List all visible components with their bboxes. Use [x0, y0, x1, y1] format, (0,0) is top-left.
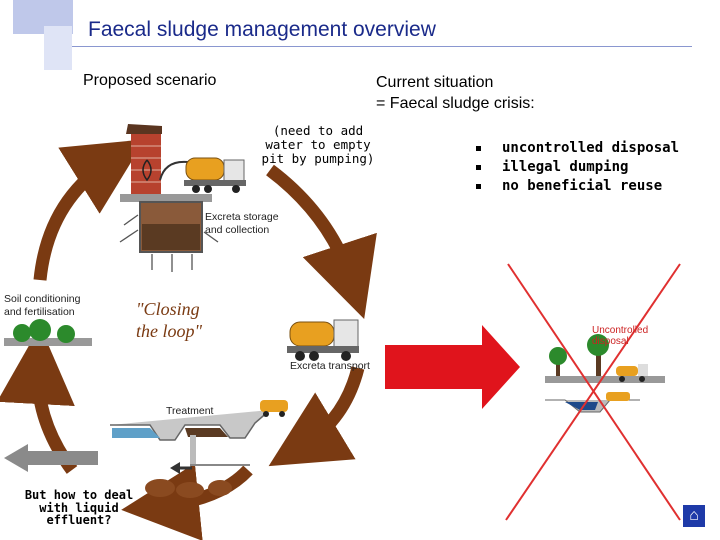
closing-loop-line2: the loop" [136, 321, 203, 341]
tree-icon [4, 319, 92, 346]
transport-label: Excreta transport [290, 360, 370, 372]
closing-loop-line1: "Closing [136, 299, 200, 319]
proposed-scenario-heading: Proposed scenario [83, 72, 217, 89]
crisis-bullet: uncontrolled disposal [476, 141, 682, 156]
uncontrolled-disposal-label: Uncontrolled disposal [592, 325, 648, 347]
storage-label-line2: and collection [205, 224, 269, 236]
cycle-arrow-transport-to-treatment [268, 366, 365, 467]
page-title: Faecal sludge management overview [88, 18, 436, 41]
crisis-bullet: illegal dumping [476, 160, 682, 175]
latrine-icon [126, 124, 162, 194]
crisis-bullet: no beneficial reuse [476, 179, 682, 194]
soil-label-line2: and fertilisation [4, 306, 75, 318]
current-situation-heading: Current situation = Faecal sludge crisis… [376, 72, 535, 114]
storage-label-line1: Excreta storage [205, 211, 279, 223]
cross-icon [505, 263, 681, 521]
red-arrow-icon [385, 325, 520, 409]
current-situation-line1: Current situation [376, 74, 494, 91]
building-icon: ⌂ [683, 505, 705, 527]
transport-truck-icon [287, 319, 359, 361]
header-decoration-inner [44, 26, 72, 70]
uncontrolled-label-line1: Uncontrolled [592, 325, 649, 336]
effluent-question: But how to deal with liquid effluent? [24, 488, 134, 527]
cycle-arrow-soil-to-latrine [33, 139, 146, 281]
truck-icon [159, 157, 246, 193]
pump-note: (need to add water to empty pit by pumpi… [261, 123, 375, 166]
uncontrolled-label-line2: disposal [592, 336, 629, 347]
title-divider [72, 46, 692, 47]
uncontrolled-disposal-figure [545, 334, 665, 413]
pit-icon [119, 194, 219, 272]
effluent-arrow-icon [4, 444, 98, 472]
current-situation-line2: = Faecal sludge crisis: [376, 95, 535, 112]
cycle-arrow-storage-to-transport [266, 164, 377, 320]
soil-label-line1: Soil conditioning [4, 293, 81, 305]
closing-loop-text: "Closing the loop" [136, 298, 202, 342]
cycle-arrow-treatment-to-disposal [121, 463, 253, 540]
treatment-label: Treatment [166, 405, 214, 417]
treatment-icon [110, 400, 288, 498]
crisis-bullet-list: uncontrolled disposal illegal dumping no… [476, 141, 682, 198]
